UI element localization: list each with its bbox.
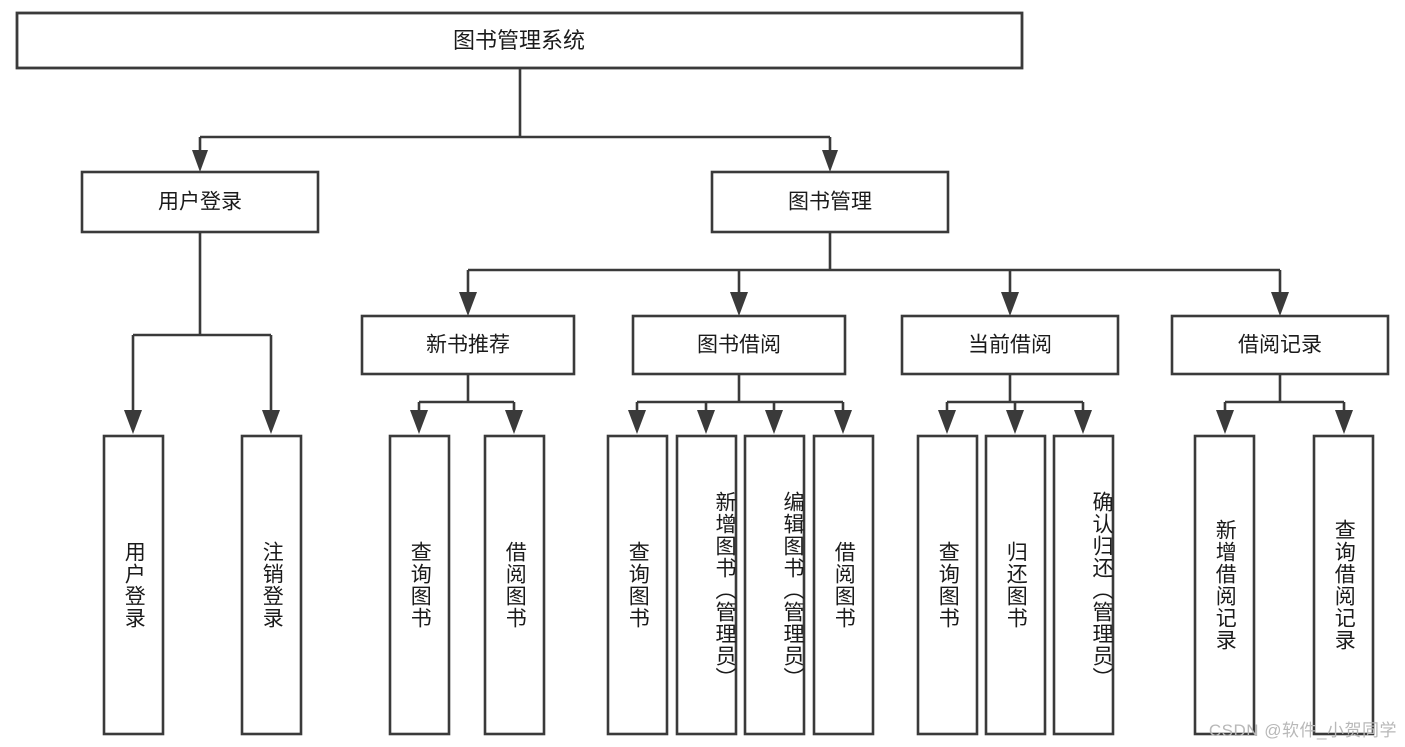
arrow-to-book-mgmt [822,150,838,172]
leaf-box-borrow-record-2[interactable] [1312,434,1375,736]
node-book-management[interactable]: 图书管理 [710,170,950,234]
arrow-currentborrow-leaf-3 [1074,410,1092,434]
arrow-userlogin-leaf-1 [124,410,142,434]
leaf-box-book-borrow-3[interactable] [743,434,806,736]
leaf-box-new-book-2[interactable] [483,434,546,736]
arrow-to-current-borrow [1001,292,1019,316]
leaf-box-current-borrow-2[interactable] [984,434,1047,736]
arrow-currentborrow-leaf-1 [938,410,956,434]
node-root-system[interactable]: 图书管理系统 [15,11,1024,70]
node-current-borrow-label: 当前借阅 [968,334,1052,357]
arrow-newbook-leaf-1 [410,410,428,434]
arrow-bookborrow-leaf-4 [834,410,852,434]
arrow-newbook-leaf-2 [505,410,523,434]
arrow-to-borrow-record [1271,292,1289,316]
arrow-to-user-login [192,150,208,172]
node-book-borrow-label: 图书借阅 [697,334,781,357]
node-borrow-record-label: 借阅记录 [1238,334,1322,357]
watermark-text: CSDN @软件_小贺同学 [1208,721,1397,740]
leaf-box-book-borrow-1[interactable] [606,434,669,736]
node-book-management-label: 图书管理 [788,191,872,214]
node-root-label: 图书管理系统 [453,28,585,53]
leaf-box-user-login-2[interactable] [240,434,303,736]
leaf-box-current-borrow-3[interactable] [1052,434,1115,736]
leaf-box-book-borrow-2[interactable] [675,434,738,736]
arrow-to-new-book [459,292,477,316]
edges-layer [124,68,1353,434]
arrow-borrowrecord-leaf-1 [1216,410,1234,434]
arrow-userlogin-leaf-2 [262,410,280,434]
arrow-bookborrow-leaf-1 [628,410,646,434]
node-current-borrow[interactable]: 当前借阅 [900,314,1120,376]
node-new-book-recommend-label: 新书推荐 [426,334,510,357]
node-borrow-record[interactable]: 借阅记录 [1170,314,1390,376]
leaf-box-borrow-record-1[interactable] [1193,434,1256,736]
node-new-book-recommend[interactable]: 新书推荐 [360,314,576,376]
nodes-layer: 图书管理系统 用户登录 图书管理 新书推荐 图书借阅 当前 [15,11,1390,736]
node-book-borrow[interactable]: 图书借阅 [631,314,847,376]
arrow-to-book-borrow [730,292,748,316]
node-user-login[interactable]: 用户登录 [80,170,320,234]
arrow-borrowrecord-leaf-2 [1335,410,1353,434]
leaf-box-new-book-1[interactable] [388,434,451,736]
arrow-bookborrow-leaf-2 [697,410,715,434]
leaf-box-current-borrow-1[interactable] [916,434,979,736]
node-user-login-label: 用户登录 [158,191,242,214]
arrow-bookborrow-leaf-3 [765,410,783,434]
leaf-box-user-login-1[interactable] [102,434,165,736]
arrow-currentborrow-leaf-2 [1006,410,1024,434]
leaf-box-book-borrow-4[interactable] [812,434,875,736]
